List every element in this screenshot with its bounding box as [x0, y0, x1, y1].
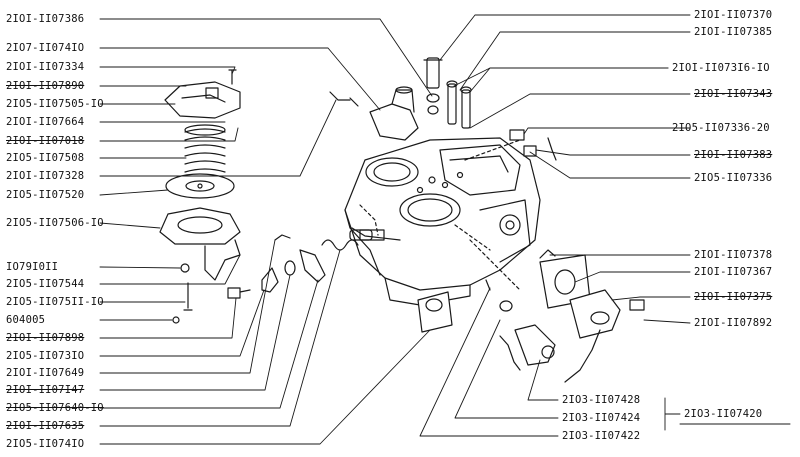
part-label-right-8: 2IOI-II07378 [694, 249, 773, 261]
solenoid-valve [485, 279, 556, 371]
leader-lines-bottom [419, 287, 681, 437]
diaphragm [165, 173, 235, 199]
part-label-right-11: 2IOI-II07892 [694, 317, 773, 329]
part-label-left-14: 2IO5-II075II-IO [6, 296, 104, 308]
part-label-left-22: 2IO5-II074IO [6, 438, 85, 450]
leader-lines-right [439, 14, 691, 324]
part-label-left-4: 2IOI-II07890 [6, 80, 85, 92]
part-label-left-8: 2IO5-II07508 [6, 152, 85, 164]
throttle-lever [417, 291, 453, 333]
part-label-left-11: 2IO5-II07506-IO [6, 217, 104, 229]
part-label-right-4: 2IOI-II07343 [694, 88, 773, 100]
part-label-left-1: 2IOI-II07386 [6, 13, 85, 25]
part-label-left-9: 2IOI-II07328 [6, 170, 85, 182]
part-label-left-21: 2IOI-II07635 [6, 420, 85, 432]
part-label-right-2: 2IOI-II07385 [694, 26, 773, 38]
diaphragm-housing [159, 207, 241, 281]
part-label-left-7: 2IOI-II07018 [6, 135, 85, 147]
part-label-left-19: 2IOI-II07I47 [6, 384, 85, 396]
part-label-left-17: 2IO5-II073IO [6, 350, 85, 362]
part-label-bottom-2: 2IO3-II07424 [562, 412, 641, 424]
part-label-left-6: 2IOI-II07664 [6, 116, 85, 128]
part-label-right-3: 2IOI-II073I6-IO [672, 62, 770, 74]
leader-lines [99, 18, 433, 445]
part-label-left-3: 2IOI-II07334 [6, 61, 85, 73]
part-label-bottom-3: 2IO3-II07422 [562, 430, 641, 442]
elbow-fitting [369, 86, 419, 141]
part-label-right-10: 2IOI-II07375 [694, 291, 773, 303]
part-label-bottom-1: 2IO3-II07428 [562, 394, 641, 406]
part-label-left-12: IO79I0II [6, 261, 59, 273]
spring [184, 124, 226, 173]
part-label-right-5: 2IO5-II07336-20 [672, 122, 770, 134]
jets-top [423, 57, 472, 129]
part-label-left-10: 2IO5-II07520 [6, 189, 85, 201]
part-label-right-6: 2IOI-II07383 [694, 149, 773, 161]
part-label-left-2: 2IO7-II074IO [6, 42, 85, 54]
small-parts-left [172, 91, 385, 324]
top-cover-assembly [164, 69, 241, 119]
part-label-left-5: 2IO5-II07505-IO [6, 98, 104, 110]
part-label-left-15: 604005 [6, 314, 46, 326]
part-label-right-7: 2IO5-II07336 [694, 172, 773, 184]
part-label-left-20: 2IO5-II07640-IO [6, 402, 104, 414]
part-label-left-16: 2IOI-II07898 [6, 332, 85, 344]
part-label-left-18: 2IOI-II07649 [6, 367, 85, 379]
group-part-label: 2IO3-II07420 [684, 408, 763, 420]
pump-lever [564, 289, 645, 383]
screws-right [509, 129, 557, 161]
part-label-right-9: 2IOI-II07367 [694, 266, 773, 278]
part-label-left-13: 2IO5-II07544 [6, 278, 85, 290]
part-label-right-1: 2IOI-II07370 [694, 9, 773, 21]
carburetor-body [344, 137, 541, 306]
